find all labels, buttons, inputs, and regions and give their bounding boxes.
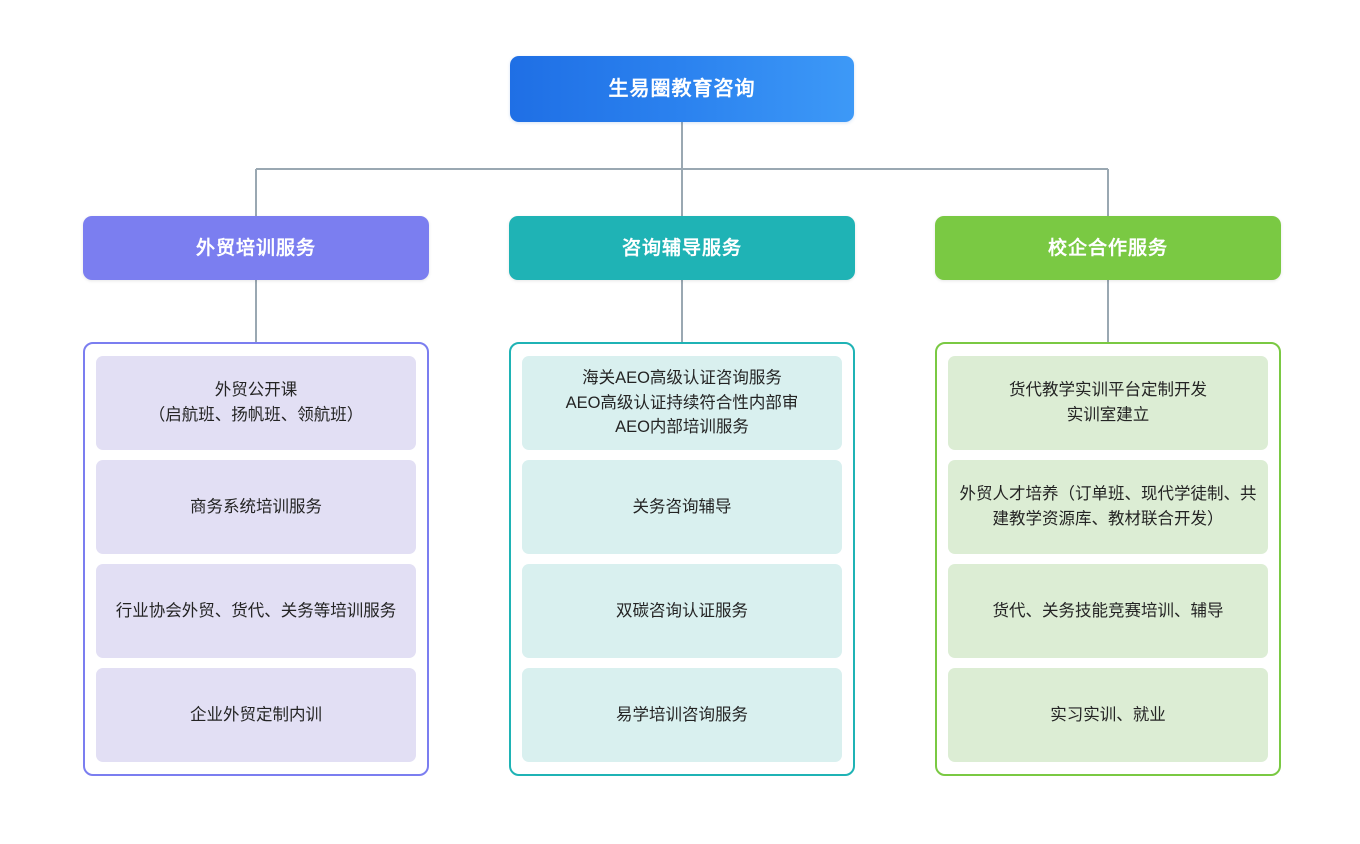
branch-item-text: 关务咨询辅导: [632, 497, 732, 516]
branch-item-card[interactable]: 实习实训、就业: [948, 668, 1268, 762]
branch-item-card[interactable]: 货代教学实训平台定制开发 实训室建立: [948, 356, 1268, 450]
branch-items-container-0: 外贸公开课 （启航班、扬帆班、领航班） 商务系统培训服务 行业协会外贸、货代、关…: [83, 342, 429, 776]
branch-items-container-2: 货代教学实训平台定制开发 实训室建立 外贸人才培养（订单班、现代学徒制、共建教学…: [935, 342, 1281, 776]
branch-item-text: 外贸人才培养（订单班、现代学徒制、共建教学资源库、教材联合开发）: [959, 485, 1257, 528]
branch-item-card[interactable]: 双碳咨询认证服务: [522, 564, 842, 658]
branch-header-2[interactable]: 校企合作服务: [935, 216, 1281, 280]
branch-item-card[interactable]: 外贸人才培养（订单班、现代学徒制、共建教学资源库、教材联合开发）: [948, 460, 1268, 554]
branch-item-text: 企业外贸定制内训: [190, 705, 322, 724]
branch-header-label-2: 校企合作服务: [1047, 237, 1168, 259]
branch-item-text: 海关AEO高级认证咨询服务 AEO高级认证持续符合性内部审 AEO内部培训服务: [565, 368, 799, 437]
branch-column-0: 外贸培训服务 外贸公开课 （启航班、扬帆班、领航班） 商务系统培训服务 行业协会…: [83, 216, 429, 776]
branch-item-card[interactable]: 海关AEO高级认证咨询服务 AEO高级认证持续符合性内部审 AEO内部培训服务: [522, 356, 842, 450]
root-node-label: 生易圈教育咨询: [608, 78, 756, 100]
branch-item-card[interactable]: 外贸公开课 （启航班、扬帆班、领航班）: [96, 356, 416, 450]
branch-column-2: 校企合作服务 货代教学实训平台定制开发 实训室建立 外贸人才培养（订单班、现代学…: [935, 216, 1281, 776]
branch-item-text: 双碳咨询认证服务: [616, 601, 748, 620]
branch-item-card[interactable]: 易学培训咨询服务: [522, 668, 842, 762]
branch-item-text: 实习实训、就业: [1050, 705, 1166, 724]
branch-item-card[interactable]: 关务咨询辅导: [522, 460, 842, 554]
branch-header-0[interactable]: 外贸培训服务: [83, 216, 429, 280]
branch-header-1[interactable]: 咨询辅导服务: [509, 216, 855, 280]
branch-item-text: 易学培训咨询服务: [616, 705, 748, 724]
branch-column-1: 咨询辅导服务 海关AEO高级认证咨询服务 AEO高级认证持续符合性内部审 AEO…: [509, 216, 855, 776]
branch-item-card[interactable]: 商务系统培训服务: [96, 460, 416, 554]
branch-items-container-1: 海关AEO高级认证咨询服务 AEO高级认证持续符合性内部审 AEO内部培训服务 …: [509, 342, 855, 776]
branch-header-label-1: 咨询辅导服务: [621, 237, 742, 259]
branch-item-text: 货代、关务技能竞赛培训、辅导: [992, 601, 1224, 620]
branch-item-card[interactable]: 企业外贸定制内训: [96, 668, 416, 762]
branch-item-card[interactable]: 货代、关务技能竞赛培训、辅导: [948, 564, 1268, 658]
branch-item-card[interactable]: 行业协会外贸、货代、关务等培训服务: [96, 564, 416, 658]
branch-header-label-0: 外贸培训服务: [195, 237, 316, 259]
branch-item-text: 货代教学实训平台定制开发 实训室建立: [1009, 381, 1207, 424]
root-node[interactable]: 生易圈教育咨询: [510, 56, 854, 122]
branch-item-text: 外贸公开课 （启航班、扬帆班、领航班）: [148, 381, 364, 424]
branch-item-text: 商务系统培训服务: [190, 497, 322, 516]
branch-item-text: 行业协会外贸、货代、关务等培训服务: [115, 601, 397, 620]
